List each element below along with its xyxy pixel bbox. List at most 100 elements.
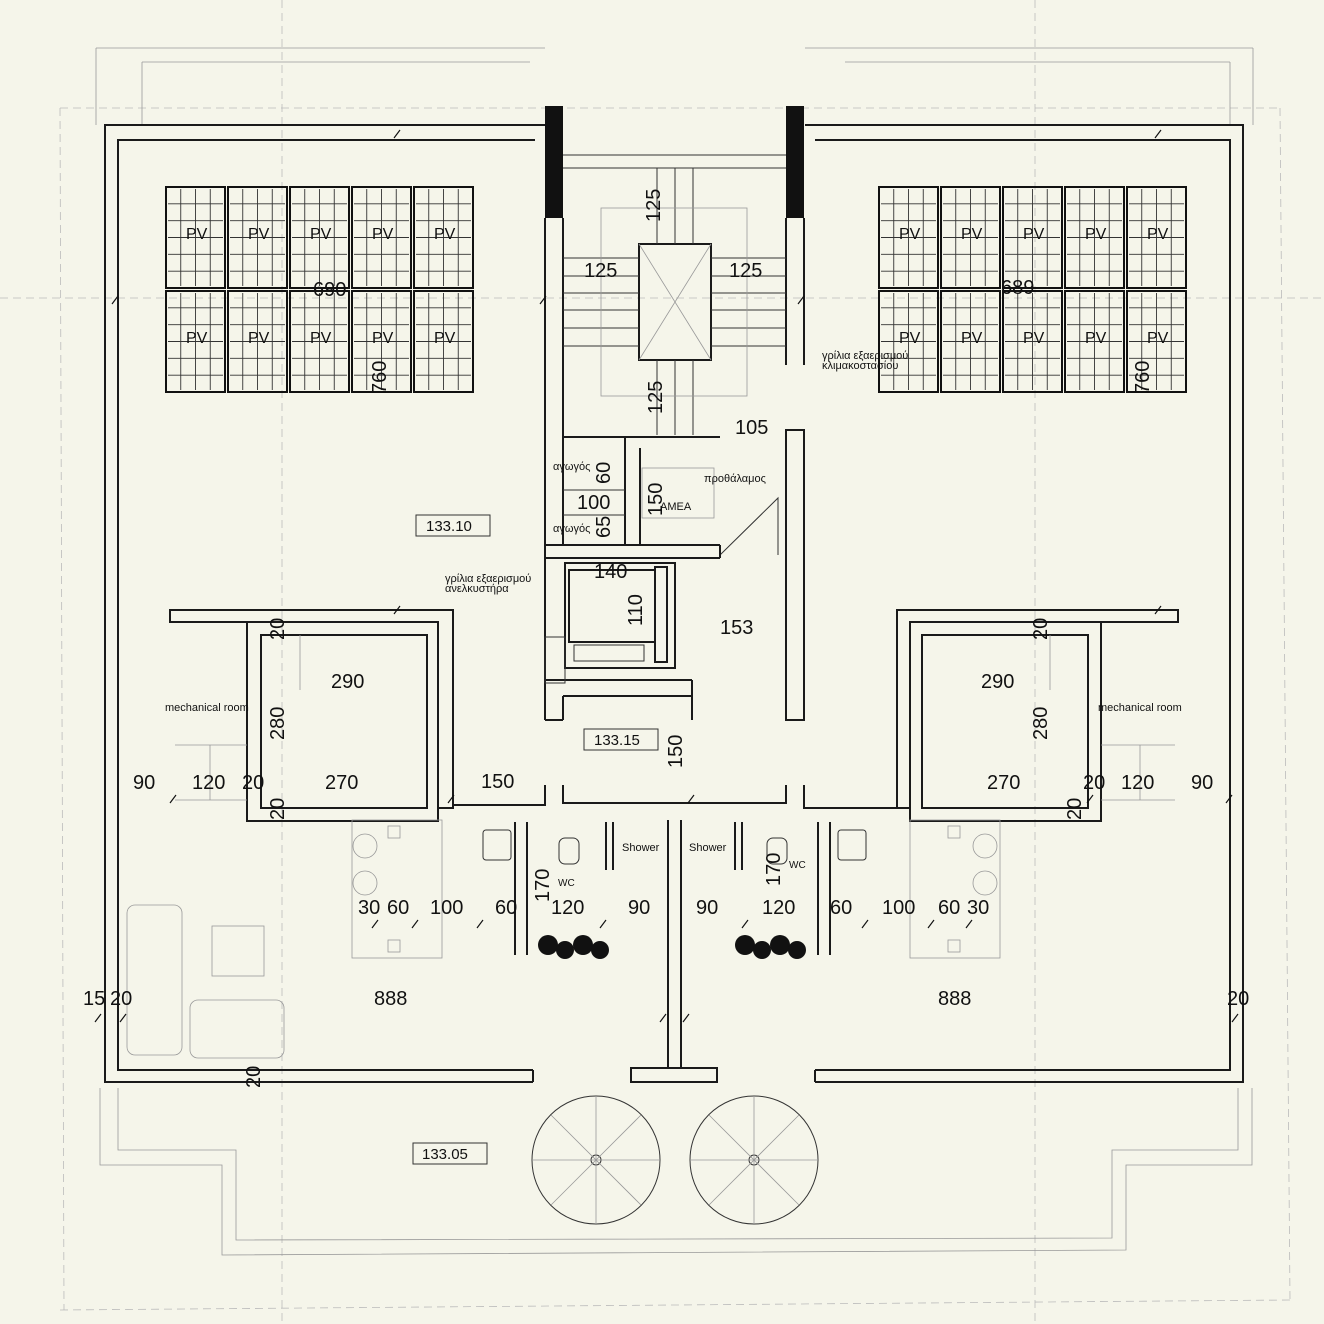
level-box-133-10 [415, 514, 491, 537]
pv-array-left: PV PV PV PV PV PV PV PV PV PV [165, 186, 474, 393]
mechanical-room-left [169, 609, 454, 822]
dim-row-l-4: 120 [551, 897, 584, 919]
dim-lift-140: 140 [594, 561, 627, 583]
bathroom-left [126, 819, 614, 1059]
dim-mech-l-280: 280 [267, 707, 289, 740]
level-box-133-05 [412, 1142, 488, 1165]
dim-stair-150: 150 [665, 735, 687, 768]
dim-mech-r-280: 280 [1030, 707, 1052, 740]
pv-panel: PV [1064, 290, 1125, 393]
pv-label: PV [1147, 330, 1169, 347]
outer-walls [104, 124, 1244, 1083]
pv-panel: PV [165, 186, 226, 289]
dim-stair-right: 125 [729, 260, 762, 282]
dim-row-l-1: 60 [387, 897, 409, 919]
pv-label: PV [310, 226, 332, 243]
pv-label: PV [961, 226, 983, 243]
dim-duct-60: 60 [593, 462, 615, 484]
dimension-ticks [94, 129, 1239, 1023]
dim-mech-r-90: 90 [1191, 772, 1213, 794]
spiral-stairs [99, 1088, 1253, 1256]
dim-mech-l-20b: 20 [242, 772, 264, 794]
dim-mech-l-270: 270 [325, 772, 358, 794]
dim-mech-r-290: 290 [981, 671, 1014, 693]
pv-panel: PV [940, 290, 1001, 393]
dim-landing-105: 105 [735, 417, 768, 439]
dim-corridor-150: 150 [481, 771, 514, 793]
dim-row-r-4: 60 [938, 897, 960, 919]
dim-mech-r-120: 120 [1121, 772, 1154, 794]
stair-core [453, 154, 897, 809]
level-133-15: 133.15 [594, 732, 640, 749]
pv-label: PV [1085, 226, 1107, 243]
dim-row-l-2: 100 [430, 897, 463, 919]
dim-pv-width-right: 689 [1001, 277, 1034, 299]
dim-row-l-0: 30 [358, 897, 380, 919]
pv-panel: PV [878, 186, 939, 289]
bathroom-right [734, 819, 1001, 959]
dim-pv-height-left: 760 [369, 361, 391, 394]
dim-mech-r-20c: 20 [1064, 798, 1086, 820]
dim-mech-l-20a: 20 [267, 618, 289, 640]
dim-row-r-1: 120 [762, 897, 795, 919]
pv-label: PV [1147, 226, 1169, 243]
pv-label: PV [434, 226, 456, 243]
pv-label: PV [372, 226, 394, 243]
pv-label: PV [899, 330, 921, 347]
pv-panel: PV [289, 186, 350, 289]
dim-stair-top: 125 [643, 189, 665, 222]
pv-label: PV [186, 226, 208, 243]
label-duct-top: αγωγός [553, 461, 590, 473]
pv-panel: PV [878, 290, 939, 393]
mechanical-room-right [896, 609, 1179, 822]
dim-mech-r-270: 270 [987, 772, 1020, 794]
label-wc-left: WC [558, 878, 575, 889]
dim-mech-l-290: 290 [331, 671, 364, 693]
pv-label: PV [434, 330, 456, 347]
pv-panel: PV [1126, 290, 1187, 393]
label-grille-stair-2: κλιμακοστασίου [822, 360, 898, 372]
dim-row-r-5: 30 [967, 897, 989, 919]
pv-panel: PV [413, 290, 474, 393]
dim-lobby-153: 153 [720, 617, 753, 639]
label-grille-lift-2: ανελκυστήρα [445, 583, 509, 595]
pv-label: PV [186, 330, 208, 347]
label-amea: ΑΜΕΑ [660, 501, 692, 513]
pv-panel: PV [227, 290, 288, 393]
dim-mech-r-20b: 20 [1083, 772, 1105, 794]
pv-label: PV [310, 330, 332, 347]
pv-label: PV [248, 226, 270, 243]
dimensions: 690 689 760 760 125 125 125 125 105 60 1… [83, 189, 1249, 1088]
pv-panel: PV [940, 186, 1001, 289]
pv-label: PV [372, 330, 394, 347]
pv-panel: PV [1126, 186, 1187, 289]
pv-panel: PV [351, 186, 412, 289]
dim-stair-left: 125 [584, 260, 617, 282]
label-shower-left: Shower [622, 842, 660, 854]
dim-row-r-3: 100 [882, 897, 915, 919]
pv-panel: PV [1064, 186, 1125, 289]
dim-mech-l-120: 120 [192, 772, 225, 794]
pv-panel: PV [289, 290, 350, 393]
dim-row-l-5: 90 [628, 897, 650, 919]
pv-label: PV [899, 226, 921, 243]
dim-vestibule-150: 150 [645, 483, 667, 516]
label-wc-right: WC [789, 860, 806, 871]
dim-mech-l-20c: 20 [267, 798, 289, 820]
pv-panel: PV [227, 186, 288, 289]
level-box-133-15 [583, 728, 659, 751]
dim-bottom-20-vertical: 20 [243, 1066, 265, 1088]
dim-bottom-20: 20 [110, 988, 132, 1010]
dim-stair-mid: 125 [645, 381, 667, 414]
label-grille-lift-1: γρίλια εξαερισμού [445, 573, 531, 585]
label-grille-stair-1: γρίλια εξαερισμού [822, 350, 908, 362]
pv-panel: PV [413, 186, 474, 289]
pv-label: PV [1023, 226, 1045, 243]
dim-bath-l-170: 170 [532, 869, 554, 902]
pv-panel: PV [1002, 290, 1063, 393]
dim-bottom-888-left: 888 [374, 988, 407, 1010]
dim-duct-100: 100 [577, 492, 610, 514]
label-vestibule: προθάλαμος [704, 473, 766, 485]
